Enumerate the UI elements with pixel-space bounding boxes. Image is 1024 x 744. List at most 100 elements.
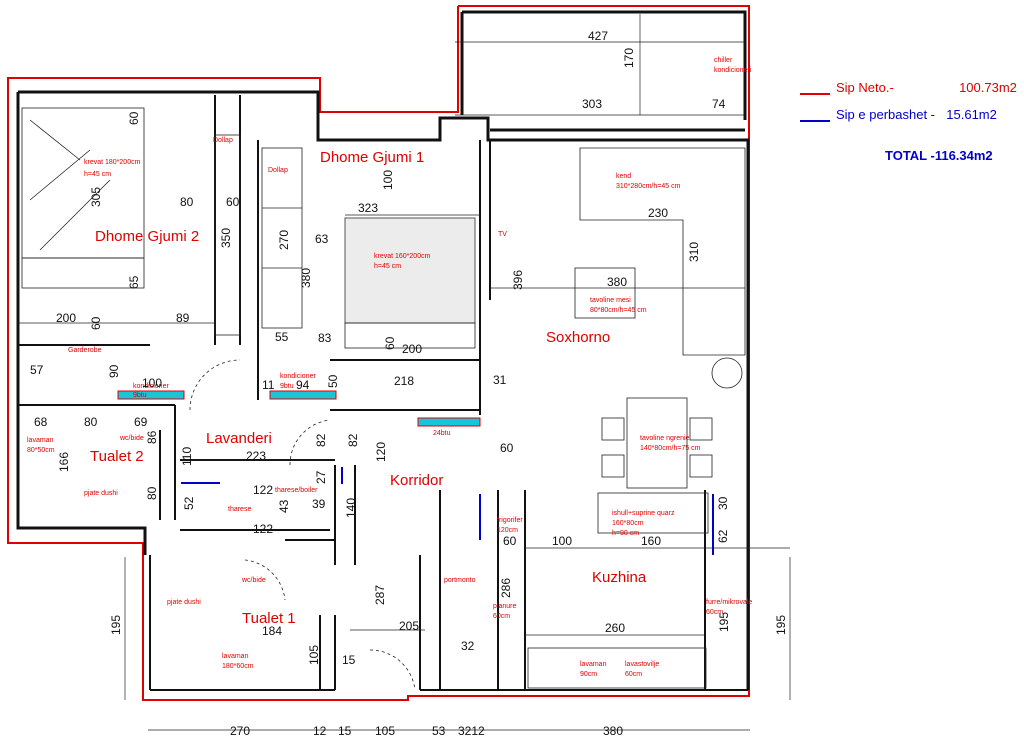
- label-shoe-cabinet: portmonto: [444, 577, 476, 584]
- dim-label: 120: [374, 442, 388, 462]
- dim-label: 52: [182, 496, 196, 510]
- dim-label: 260: [605, 621, 625, 635]
- kitchen-island: [597, 492, 709, 534]
- shared-area-label: Sip e perbashet -: [836, 107, 936, 122]
- door-arc: [369, 649, 416, 691]
- dim-label: 105: [307, 645, 321, 665]
- dim-label: 15: [338, 724, 352, 738]
- dim-label: 32: [461, 639, 475, 653]
- door-arc: [289, 419, 331, 466]
- dim-label: 140: [344, 498, 358, 518]
- dim-label: 89: [176, 311, 190, 325]
- shared-legend-line: [800, 120, 830, 122]
- label-fridge: frigorifer: [497, 517, 523, 524]
- label-bath-1-shower: pjate dushi: [167, 599, 201, 606]
- label-bath-1-wc: wc/bide: [241, 577, 266, 584]
- dining-table: [626, 397, 688, 489]
- outer-walls: [16, 10, 750, 690]
- net-area-outline: [7, 5, 750, 701]
- room-label-bath-1: Tualet 1: [242, 610, 296, 627]
- dim-label: 205: [399, 619, 419, 633]
- dim-label: 230: [648, 206, 668, 220]
- label-laundry-shelf: tharese: [228, 506, 251, 513]
- dim-label: 195: [717, 612, 731, 632]
- dim-label: 323: [358, 201, 378, 215]
- dim-label: 80: [180, 195, 194, 209]
- dim-label: 223: [246, 449, 266, 463]
- dim-label: 90: [107, 364, 121, 378]
- label-dining: tavoline ngrenie: [640, 435, 690, 442]
- dim-label: 310: [687, 242, 701, 262]
- dim-label: 53: [432, 724, 446, 738]
- label-bed-1-height: h=45 cm: [374, 263, 401, 270]
- bed-1: [344, 217, 476, 324]
- label-piano: pianure: [493, 603, 516, 610]
- net-area-label: Sip Neto.-: [836, 80, 894, 95]
- dim-label: 50: [326, 374, 340, 388]
- label-island-height: h=90 cm: [612, 530, 639, 537]
- dim-label: 30: [716, 496, 730, 510]
- dim-label: 200: [402, 342, 422, 356]
- label-fridge-size: 120cm: [497, 527, 518, 534]
- label-bath-1-sink: lavaman: [222, 653, 249, 660]
- door-arc: [244, 559, 286, 601]
- label-dining-size: 140*80cm/h=75 cm: [640, 445, 701, 452]
- sofa: [579, 147, 746, 356]
- plant: [711, 357, 743, 389]
- dim-label: 195: [774, 615, 788, 635]
- label-coffee-table-size: 80*80cm/h=45 cm: [590, 307, 647, 314]
- dim-label: 160: [641, 534, 661, 548]
- label-laundry-boiler: tharese/boiler: [275, 487, 318, 494]
- dim-label: 80: [145, 486, 159, 500]
- dimension-lines: [18, 14, 791, 731]
- label-ac-1: kondicioner: [133, 383, 169, 390]
- dim-label: 60: [503, 534, 517, 548]
- dim-label: 305: [89, 187, 103, 207]
- dim-label: 166: [57, 452, 71, 472]
- dim-label: 195: [109, 615, 123, 635]
- label-dishwasher: lavastovilje: [625, 661, 659, 668]
- dim-label: 184: [262, 624, 282, 638]
- dim-label: 12: [313, 724, 327, 738]
- dim-label: 170: [622, 48, 636, 68]
- label-sink: lavaman: [580, 661, 607, 668]
- label-chiller: chiller: [714, 57, 733, 64]
- room-label-living: Soxhorno: [546, 329, 610, 346]
- room-label-bath-2: Tualet 2: [90, 448, 144, 465]
- label-garderobe: Garderobe: [68, 347, 102, 354]
- dim-label: 105: [375, 724, 395, 738]
- label-bath-2-sink: lavaman: [27, 437, 54, 444]
- dim-label: 122: [253, 522, 273, 536]
- dim-label: 43: [277, 499, 291, 513]
- ac-unit-1: [117, 390, 185, 400]
- label-island: ishull+suprine quarz: [612, 510, 675, 517]
- dim-label: 27: [314, 470, 328, 484]
- room-label-kitchen: Kuzhina: [592, 569, 647, 586]
- label-sofa-size: 310*280cm/h=45 cm: [616, 183, 681, 190]
- label-ac-2-btu: 9btu: [280, 383, 294, 390]
- bed-2-sheet: [29, 119, 111, 251]
- dim-label: 60: [127, 111, 141, 125]
- label-coffee-table: tavoline mesi: [590, 297, 631, 304]
- dim-label: 60: [500, 441, 514, 455]
- dim-label: 100: [381, 170, 395, 190]
- dim-label: 69: [134, 415, 148, 429]
- label-oven: furre/mikrovale: [706, 599, 752, 606]
- dim-label: 380: [607, 275, 627, 289]
- net-area-row: Sip Neto.- 100.73m2: [836, 80, 1017, 95]
- wardrobe-2: [214, 134, 241, 336]
- dim-label: 80: [84, 415, 98, 429]
- shared-area-row: Sip e perbashet - 15.61m2: [836, 107, 997, 122]
- dim-label: 11: [262, 378, 275, 392]
- label-ac-3: 24btu: [433, 430, 451, 437]
- dim-label: 270: [277, 230, 291, 250]
- label-sofa: kend: [616, 173, 631, 180]
- ac-unit-3: [417, 417, 481, 427]
- net-legend-line: [800, 93, 830, 95]
- room-label-bedroom-1: Dhome Gjumi 1: [320, 149, 424, 166]
- label-tv: TV: [498, 231, 507, 238]
- label-wardrobe-2: Dollap: [213, 137, 233, 144]
- label-bed-2: krevat 180*200cm: [84, 159, 141, 166]
- label-bed-1: krevat 160*200cm: [374, 253, 431, 260]
- dim-label: 303: [582, 97, 602, 111]
